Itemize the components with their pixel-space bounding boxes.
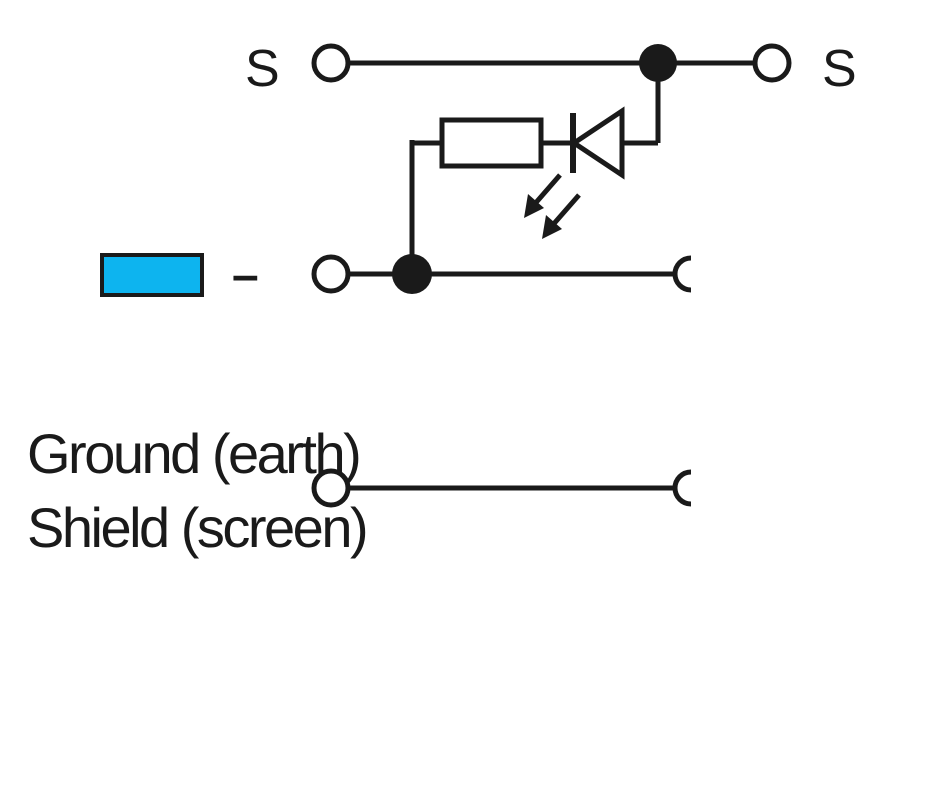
label-minus: –: [232, 249, 259, 302]
led-diode: [569, 106, 625, 180]
plug-connector-middle: [672, 255, 692, 293]
led-emission-arrows: [524, 173, 581, 239]
terminal-middle-left: [311, 254, 351, 294]
terminal-top-right: [752, 43, 792, 83]
label-s-left: S: [245, 40, 280, 98]
label-shield: Shield (screen): [27, 496, 366, 559]
resistor: [439, 117, 544, 169]
junction-middle: [392, 254, 432, 294]
blue-color-indicator: [100, 253, 204, 297]
plug-connector-bottom: [672, 469, 692, 507]
label-s-right: S: [822, 40, 857, 98]
terminal-top-left: [311, 43, 351, 83]
terminal-bottom-left: [311, 468, 351, 508]
label-ground: Ground (earth): [27, 422, 359, 485]
